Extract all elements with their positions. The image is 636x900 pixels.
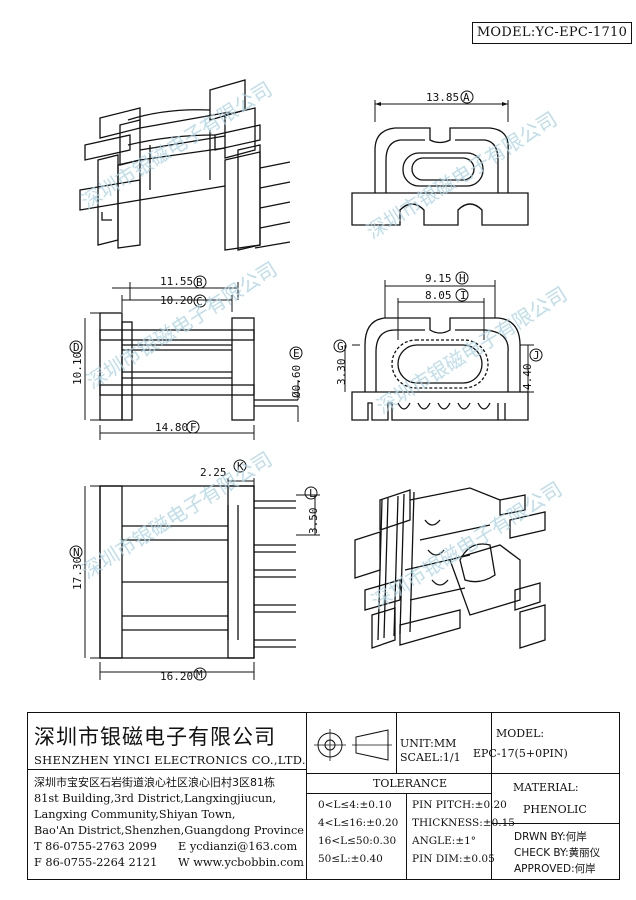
tolerance-title: TOLERANCE [373, 777, 447, 790]
tel: T 86-0755-2763 2099 [34, 840, 157, 853]
fax: F 86-0755-2264 2121 [34, 856, 158, 869]
dim-m-tag: M [196, 668, 203, 681]
approved-by: APPROVED:何岸 [514, 863, 596, 875]
tol-left-3: 16<L≤50:0.30 [318, 835, 397, 847]
dim-g-value: 3.30 [335, 359, 348, 386]
projection-symbol [314, 729, 392, 761]
dim-n-tag: N [73, 546, 80, 559]
end-view-top [351, 100, 529, 226]
model-label: MODEL: [496, 727, 545, 740]
website: W www.ycbobbin.com [178, 856, 304, 869]
dim-f-value: 14.80 [155, 421, 188, 434]
dim-m-value: 16.20 [160, 670, 193, 683]
iso-view-top [79, 79, 291, 251]
checked-by: CHECK BY:黄丽仪 [514, 847, 601, 859]
address-line-2: Langxing Community,Shiyan Town, [34, 808, 236, 821]
address-line-1: 81st Building,3rd District,Langxingjiucu… [34, 792, 277, 805]
dim-a-tag: A [463, 91, 470, 104]
email: E ycdianzi@163.com [178, 840, 298, 853]
dim-i-value: 8.05 [425, 289, 452, 302]
dim-c-value: 10.20 [160, 294, 193, 307]
dim-d-value: 10.10 [71, 352, 84, 385]
dim-g-tag: G [337, 340, 344, 353]
address-line-3: Bao'An District,Shenzhen,Guangdong Provi… [34, 824, 304, 837]
dim-l-tag: L [309, 487, 316, 500]
tol-right-4: PIN DIM:±0.05 [412, 853, 495, 865]
address-cn: 深圳市宝安区石岩街道浪心社区浪心旧村3区81栋 [34, 776, 275, 789]
dim-d-tag: D [73, 341, 80, 354]
drawn-by: DRWN BY:何岸 [514, 831, 587, 843]
dim-b-tag: B [196, 276, 203, 289]
unit-label: UNIT:MM [400, 737, 457, 750]
title-block: 深圳市银磁电子有限公司 SHENZHEN YINCI ELECTRONICS C… [27, 712, 620, 880]
tol-left-4: 50≤L:±0.40 [318, 853, 383, 865]
dim-f-tag: F [190, 421, 197, 434]
dim-a-value: 13.85 [426, 91, 459, 104]
model-value: EPC-17(5+0PIN) [473, 747, 568, 760]
dim-i-tag: I [460, 289, 467, 302]
dim-e-tag: E [293, 347, 300, 360]
tol-right-2: THICKNESS:±0.15 [412, 817, 515, 829]
dim-k-tag: K [237, 460, 244, 473]
dim-h-value: 9.15 [425, 272, 452, 285]
dim-j-tag: J [533, 349, 540, 362]
bottom-view [84, 478, 320, 680]
model-number: MODEL:YC-EPC-1710 [472, 22, 632, 44]
company-name-cn: 深圳市银磁电子有限公司 [34, 725, 276, 749]
tol-left-2: 4<L≤16:±0.20 [318, 817, 399, 829]
material-value: PHENOLIC [523, 803, 587, 816]
scale-label: SCAEL:1/1 [400, 751, 461, 764]
material-label: MATERIAL: [513, 781, 579, 794]
tol-right-1: PIN PITCH:±0.20 [412, 799, 507, 811]
dim-k-value: 2.25 [200, 466, 227, 479]
dim-e-value: Ø0.60 [290, 365, 303, 398]
dim-h-tag: H [459, 272, 466, 285]
dim-c-tag: C [196, 295, 203, 308]
dim-j-value: 4.40 [521, 364, 534, 391]
front-view [344, 280, 534, 421]
tol-left-1: 0<L≤4:±0.10 [318, 799, 392, 811]
side-view [84, 282, 299, 440]
dim-n-value: 17.30 [71, 557, 84, 590]
dim-b-value: 11.55 [160, 275, 193, 288]
dim-l-value: 3.50 [307, 508, 320, 535]
iso-view-bottom [354, 487, 546, 649]
tol-right-3: ANGLE:±1° [412, 835, 477, 847]
company-name-en: SHENZHEN YINCI ELECTRONICS CO.,LTD. [34, 753, 306, 767]
